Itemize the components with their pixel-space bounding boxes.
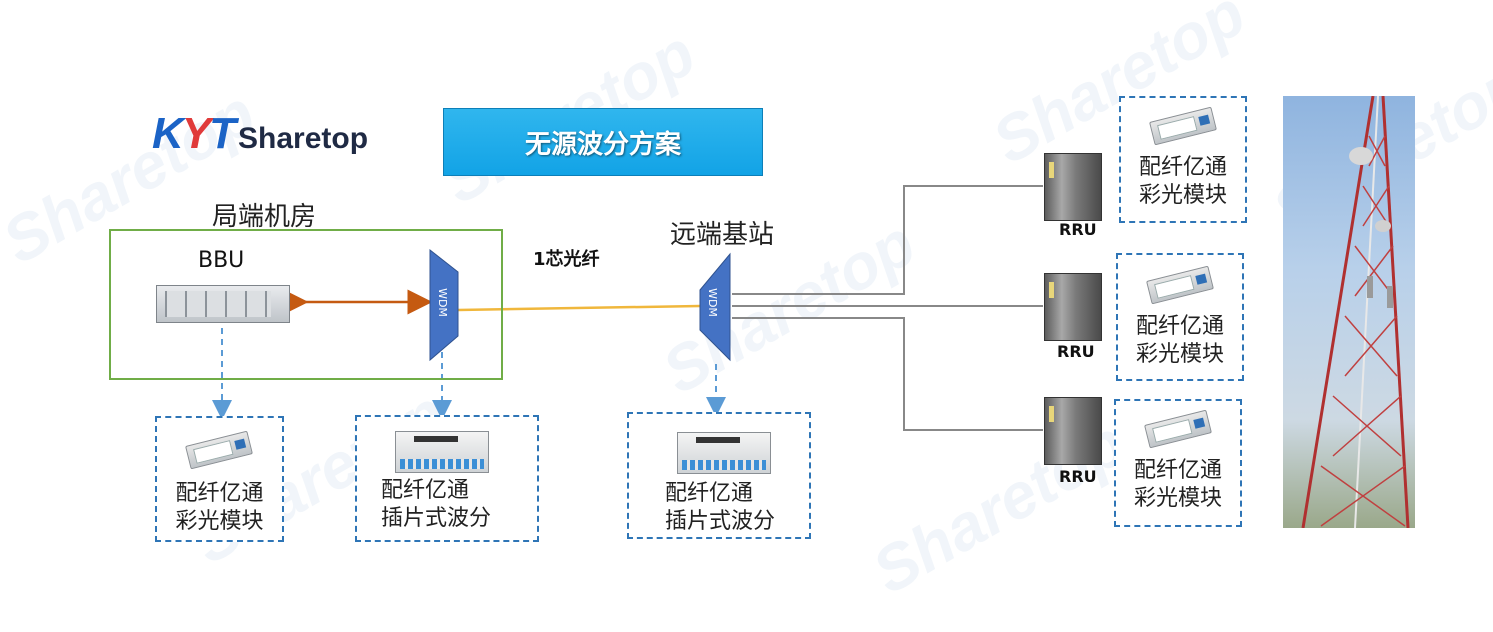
- remote-wdm-module-box: 配纤亿通插片式波分: [627, 412, 811, 539]
- tower-photo: [1283, 96, 1415, 528]
- cwdm-module-icon: [395, 431, 489, 473]
- bbu-icon: [156, 285, 290, 323]
- sfp-module-icon: [185, 430, 253, 470]
- sfp-module-icon: [1144, 409, 1212, 449]
- sfp-module-icon: [1146, 265, 1214, 305]
- remote-site-label: 远端基站: [670, 220, 775, 250]
- rru-link-3: [732, 317, 1043, 431]
- module-caption: 配纤亿通彩光模块: [1133, 458, 1222, 511]
- rru-label: RRU: [1059, 467, 1097, 486]
- central-office-label: 局端机房: [212, 202, 317, 232]
- rru-module-box-1: 配纤亿通彩光模块: [1119, 96, 1247, 223]
- rru-module-box-3: 配纤亿通彩光模块: [1114, 399, 1242, 527]
- co-wdm-shape: [429, 248, 459, 362]
- diagram-title: 无源波分方案: [443, 108, 763, 176]
- module-caption: 配纤亿通插片式波分: [665, 481, 776, 534]
- module-caption: 配纤亿通插片式波分: [381, 478, 492, 531]
- bbu-label: BBU: [198, 248, 245, 273]
- remote-wdm-shape: [699, 252, 731, 362]
- fiber-label: 1芯光纤: [533, 249, 600, 270]
- rru-link-1: [732, 185, 1043, 295]
- tower-drawing: [1301, 96, 1410, 528]
- fiber-line: [457, 304, 701, 312]
- rru-label: RRU: [1057, 342, 1095, 361]
- logo-kyt: KYT: [152, 109, 236, 158]
- bbu-module-box: 配纤亿通彩光模块: [155, 416, 284, 542]
- rru-icon: [1044, 273, 1102, 341]
- module-caption: 配纤亿通彩光模块: [1138, 155, 1227, 208]
- rru-icon: [1044, 153, 1102, 221]
- module-caption: 配纤亿通彩光模块: [1135, 314, 1224, 367]
- cwdm-module-icon: [677, 432, 771, 474]
- co-wdm-module-box: 配纤亿通插片式波分: [355, 415, 539, 542]
- remote-wdm-label: WDM: [705, 288, 719, 317]
- rru-module-box-2: 配纤亿通彩光模块: [1116, 253, 1244, 381]
- company-logo: KYT Sharetop: [152, 108, 368, 160]
- sfp-module-icon: [1149, 106, 1217, 146]
- rru-icon: [1044, 397, 1102, 465]
- logo-sharetop: Sharetop: [238, 122, 369, 155]
- module-caption: 配纤亿通彩光模块: [175, 481, 264, 534]
- co-wdm-label: WDM: [435, 288, 449, 317]
- central-office-box: [109, 229, 503, 380]
- rru-label: RRU: [1059, 220, 1097, 239]
